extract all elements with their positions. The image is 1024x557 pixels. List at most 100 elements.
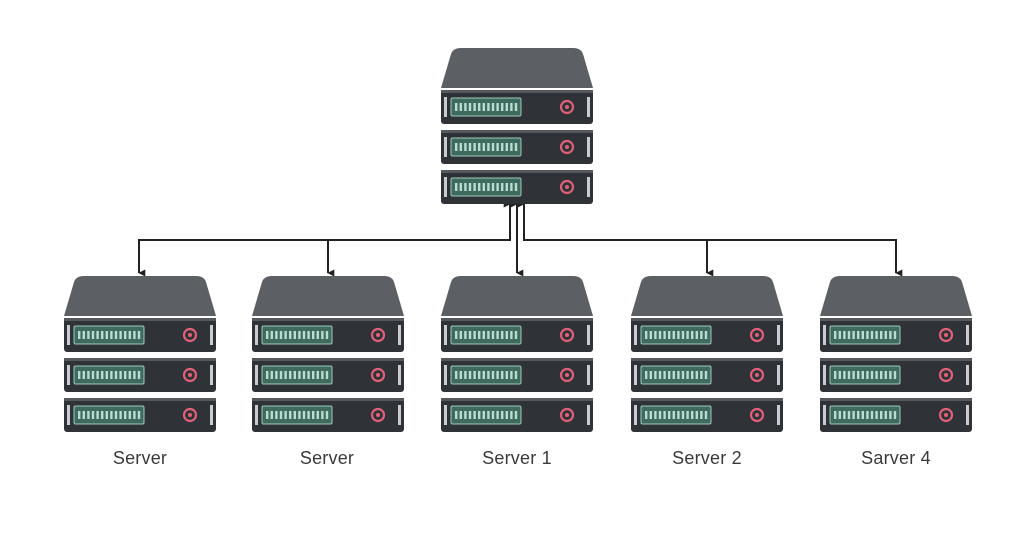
- display-segment: [119, 411, 122, 419]
- rack-unit-edge: [820, 358, 972, 361]
- display-panel: [450, 177, 522, 197]
- display-segment: [302, 331, 306, 339]
- display-panel: [450, 405, 522, 425]
- display-segment: [663, 331, 666, 339]
- display-segment: [473, 143, 476, 151]
- rack-unit: [631, 398, 783, 432]
- rack-unit: [252, 358, 404, 392]
- display-segment: [847, 331, 851, 339]
- rack-unit: [441, 170, 593, 204]
- right-latch: [210, 325, 213, 345]
- display-segment: [279, 371, 283, 379]
- display-segment: [468, 371, 472, 379]
- chassis-top: [631, 276, 783, 316]
- server-stack-3: [441, 276, 593, 432]
- display-segment: [468, 103, 472, 111]
- display-segment: [91, 331, 95, 339]
- display-segment: [510, 183, 513, 191]
- display-segment: [866, 411, 869, 419]
- status-icon-dot: [565, 333, 569, 337]
- left-latch: [255, 365, 258, 385]
- display-segment: [843, 331, 846, 339]
- status-icon: [182, 407, 198, 423]
- display-segment: [861, 411, 864, 419]
- display-segment: [861, 331, 864, 339]
- status-icon: [559, 139, 575, 155]
- display-panel: [450, 365, 522, 385]
- display-segment: [681, 371, 685, 379]
- display-segment: [325, 411, 329, 419]
- display-segment: [455, 183, 458, 191]
- display-segment: [137, 331, 141, 339]
- display-segment: [870, 331, 874, 339]
- display-segment: [124, 411, 127, 419]
- status-icon: [559, 367, 575, 383]
- display-segment: [505, 371, 508, 379]
- right-latch: [777, 365, 780, 385]
- display-segment: [478, 143, 481, 151]
- display-segment: [455, 143, 458, 151]
- display-segment: [496, 331, 499, 339]
- display-segment: [119, 331, 122, 339]
- display-segment: [459, 331, 462, 339]
- display-segment: [880, 411, 883, 419]
- display-segment: [884, 331, 887, 339]
- display-segment: [681, 411, 685, 419]
- display-segment: [307, 331, 310, 339]
- display-segment: [87, 411, 90, 419]
- display-segment: [464, 183, 467, 191]
- display-segment: [649, 331, 652, 339]
- display-segment: [501, 411, 504, 419]
- display-segment: [270, 331, 273, 339]
- chassis-top: [441, 48, 593, 88]
- display-segment: [482, 331, 485, 339]
- display-segment: [491, 183, 495, 191]
- display-segment: [114, 371, 118, 379]
- display-panel: [829, 405, 901, 425]
- rack-unit: [631, 358, 783, 392]
- rack-unit: [64, 398, 216, 432]
- display-panel: [640, 365, 712, 385]
- status-icon-dot: [376, 413, 380, 417]
- display-segment: [686, 411, 689, 419]
- rack-unit: [820, 358, 972, 392]
- display-panel: [450, 325, 522, 345]
- display-segment: [700, 371, 703, 379]
- chassis-top: [64, 276, 216, 316]
- display-segment: [78, 331, 81, 339]
- rack-unit-edge: [252, 358, 404, 361]
- display-panel: [261, 405, 333, 425]
- display-segment: [284, 371, 287, 379]
- display-segment: [505, 331, 508, 339]
- status-icon-dot: [188, 373, 192, 377]
- display-segment: [478, 371, 481, 379]
- display-segment: [870, 371, 874, 379]
- display-segment: [510, 371, 513, 379]
- status-icon: [559, 99, 575, 115]
- display-segment: [704, 411, 708, 419]
- rack-unit-edge: [252, 318, 404, 321]
- display-segment: [312, 331, 315, 339]
- display-segment: [133, 411, 136, 419]
- left-latch: [444, 137, 447, 157]
- right-latch: [777, 405, 780, 425]
- display-segment: [893, 411, 897, 419]
- rack-unit: [441, 398, 593, 432]
- server-label-2: Server: [299, 448, 355, 468]
- display-segment: [501, 371, 504, 379]
- display-segment: [464, 103, 467, 111]
- display-segment: [137, 371, 141, 379]
- display-segment: [459, 183, 462, 191]
- rack-unit-edge: [64, 398, 216, 401]
- rack-unit: [441, 318, 593, 352]
- server-stack-5: [820, 276, 972, 432]
- chassis-top: [441, 276, 593, 316]
- display-segment: [491, 411, 495, 419]
- display-segment: [654, 411, 657, 419]
- display-segment: [270, 411, 273, 419]
- left-latch: [444, 325, 447, 345]
- display-segment: [893, 331, 897, 339]
- status-icon: [559, 327, 575, 343]
- status-icon: [749, 407, 765, 423]
- display-segment: [496, 371, 499, 379]
